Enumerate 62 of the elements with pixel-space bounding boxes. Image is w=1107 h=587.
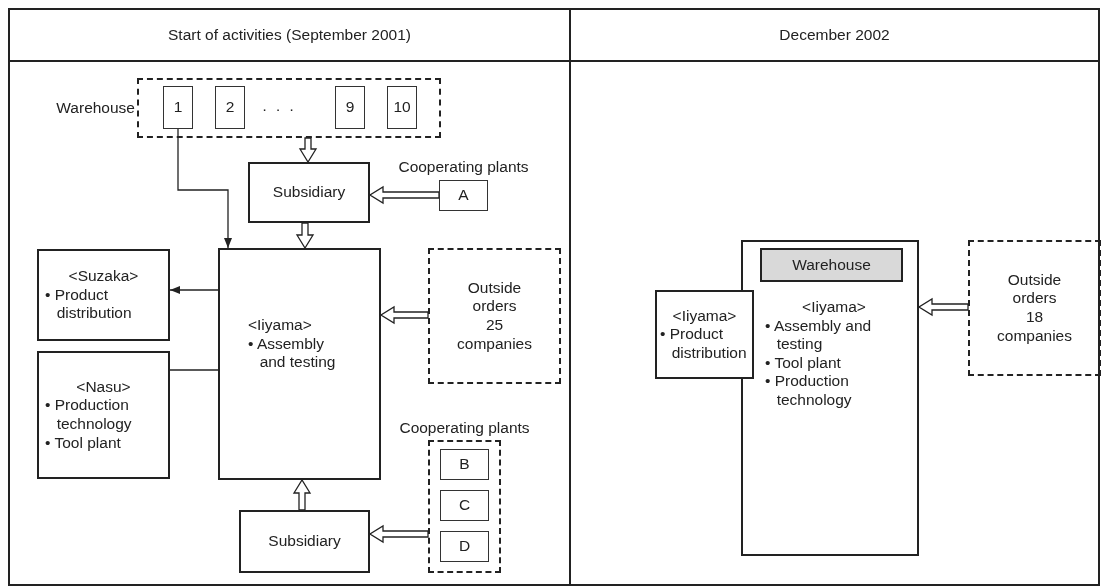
- box-text: • Tool plant: [765, 353, 842, 373]
- box-text: <Iiyama>: [248, 316, 312, 335]
- box-text: • Product distribution: [45, 285, 133, 323]
- group-label: Cooperating plants: [399, 419, 530, 438]
- connector-line: [169, 369, 219, 371]
- box-text: Subsidiary: [268, 532, 341, 551]
- arrow: [169, 286, 219, 294]
- box-text: B: [459, 455, 470, 474]
- box-text: • Production technology: [45, 396, 133, 434]
- box-text: 2: [225, 98, 235, 117]
- warehouse-box: [760, 248, 903, 282]
- box-text: 25 companies: [456, 316, 533, 354]
- group-label: Cooperating plants: [398, 158, 529, 177]
- box-text: <Nasu>: [76, 377, 131, 397]
- hollow-arrow: [292, 478, 312, 511]
- column-heading: December 2002: [779, 25, 890, 45]
- dashed-box: [968, 240, 1101, 376]
- box-text: <Suzaka>: [68, 267, 139, 286]
- box-text: C: [458, 496, 471, 515]
- group-label: Warehouse: [56, 98, 135, 118]
- hollow-arrow: [379, 305, 429, 325]
- hollow-arrow: [917, 297, 969, 317]
- box-text: 18 companies: [996, 308, 1073, 346]
- box-text: 1: [173, 98, 183, 117]
- arrow: [177, 128, 232, 249]
- plant-box: [440, 490, 489, 521]
- box-text: Outside orders: [466, 278, 523, 316]
- numbered-box: [335, 86, 365, 129]
- column-panel: [569, 8, 1100, 586]
- numbered-box: [387, 86, 417, 129]
- box-text: <Iiyama>: [672, 306, 737, 326]
- process-box: [239, 510, 370, 573]
- process-box: [37, 351, 170, 479]
- box-text: Subsidiary: [272, 183, 346, 202]
- box-text: <Iiyama>: [802, 298, 866, 317]
- hollow-arrow: [368, 524, 429, 544]
- hollow-arrow: [298, 137, 318, 164]
- box-text: Outside orders: [1006, 270, 1063, 308]
- column-heading: Start of activities (September 2001): [168, 25, 411, 45]
- process-box: [218, 248, 381, 480]
- process-box: [248, 162, 370, 223]
- ellipsis-dots: · · ·: [262, 100, 297, 119]
- plant-box: [440, 449, 489, 480]
- process-box: [37, 249, 170, 341]
- process-box: [655, 290, 754, 379]
- hollow-arrow: [368, 185, 440, 205]
- numbered-box: [163, 86, 193, 129]
- box-text: • Assembly and testing: [765, 316, 873, 354]
- box-text: D: [458, 537, 471, 556]
- dashed-box: [428, 248, 561, 384]
- box-text: 9: [345, 98, 355, 117]
- numbered-box: [215, 86, 245, 129]
- box-text: • Assembly and testing: [248, 334, 337, 372]
- column-panel: [8, 8, 571, 586]
- box-text: Warehouse: [792, 255, 871, 275]
- box-text: A: [458, 186, 469, 205]
- box-text: • Tool plant: [45, 433, 122, 453]
- plant-box: [440, 531, 489, 562]
- box-text: • Production technology: [765, 372, 853, 410]
- box-text: • Product distribution: [660, 325, 748, 363]
- box-text: 10: [393, 98, 411, 117]
- hollow-arrow: [295, 222, 315, 250]
